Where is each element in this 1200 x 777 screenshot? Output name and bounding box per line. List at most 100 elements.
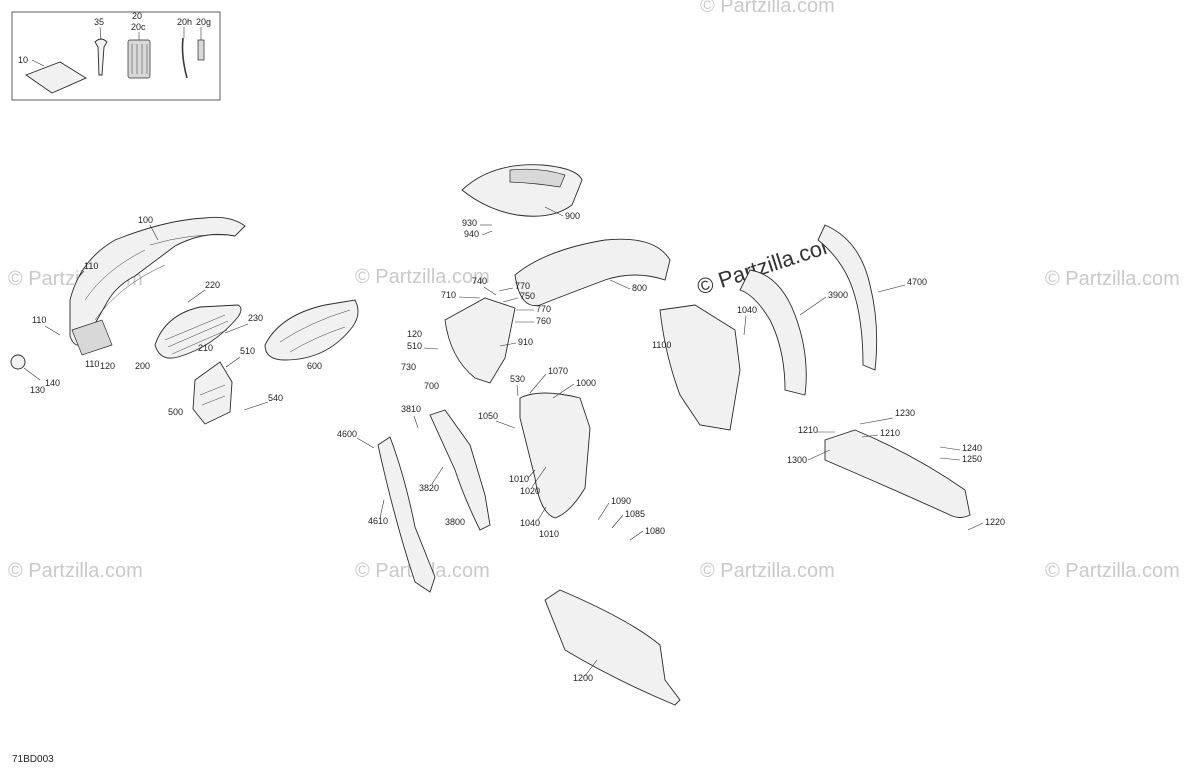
fog-light-part [10,354,26,370]
part-label: 20h [177,17,192,27]
part-label: 1085 [625,509,645,519]
part-label: 1200 [573,673,593,683]
part-label: 940 [464,229,479,239]
part-label: 510 [407,341,422,351]
part-label: 1050 [478,411,498,421]
pillar-trim-part [429,409,491,531]
part-label: 3810 [401,404,421,414]
grille-part [154,304,242,359]
bracket-assembly [192,361,233,425]
watermark: © Partzilla.com [8,560,143,582]
tool-kit-icon [127,39,151,79]
part-label: 4600 [337,429,357,439]
tool-rod-icon [181,37,188,79]
part-label: 1010 [539,529,559,539]
part-label: 1040 [737,305,757,315]
part-label: 1240 [962,443,982,453]
a-pillar-assembly [377,409,491,593]
console-panel-assembly [444,297,516,384]
watermark: © Partzilla.com [1045,268,1180,290]
part-label: 1100 [652,340,671,350]
hood-assembly [461,164,583,217]
bracket-part [192,361,233,425]
part-label: 4700 [907,277,927,287]
part-label: 1210 [880,428,900,438]
part-label: 110 [85,359,99,369]
part-labels: 100 110 110 110 120 130 140 200 210 220 … [23,206,1005,683]
part-label: 1020 [520,486,540,496]
rocker-panel-assembly [824,429,971,518]
part-label: 730 [401,362,416,372]
floor-panel-assembly [544,589,681,706]
pillar-trim-part [377,436,436,593]
hood-vent-part [509,168,566,188]
part-label: 600 [307,361,322,371]
part-label: 1210 [798,425,818,435]
part-label: 530 [510,374,525,384]
part-label: 1230 [895,408,915,418]
part-label: 750 [520,291,535,301]
rear-side-panel-part [659,304,741,431]
fascia-mount-part [71,319,113,356]
tool-driver-icon [197,39,205,61]
part-label: 740 [472,276,487,286]
watermark: © Partzilla.com [700,0,835,17]
part-label: 1300 [787,455,807,465]
part-label: 900 [565,211,580,221]
dash-panel-assembly [514,238,671,307]
watermarks: © Partzilla.com © Partzilla.com © Partzi… [8,0,1180,582]
part-label: 800 [632,283,647,293]
watermark: © Partzilla.com [700,560,835,582]
side-panel-part [519,392,591,519]
headlight-housing [264,299,359,361]
watermark: © Partzilla.com [1045,560,1180,582]
fender-assembly [739,224,878,396]
kit-inset: 10 35 20 20c 20h 20g [11,11,221,101]
part-label: 130 [30,385,45,395]
fender-part [739,269,807,396]
part-label: 35 [94,17,104,27]
part-label: 20 [132,11,142,21]
part-label: 510 [240,346,255,356]
part-label: 1040 [520,518,540,528]
part-label: 1090 [611,496,631,506]
part-label: 1070 [548,366,568,376]
part-label: 1220 [985,517,1005,527]
part-label: 760 [536,316,551,326]
part-label: 210 [198,343,213,353]
part-label: 120 [100,361,115,371]
rocker-panel-part [824,429,971,518]
part-label: 140 [45,378,60,388]
part-label: 230 [248,313,263,323]
part-label: 3900 [828,290,848,300]
part-label: 710 [441,290,456,300]
part-label: 770 [515,281,530,291]
part-label: 4610 [368,516,388,526]
diagram-reference-code: 71BD003 [12,754,54,765]
part-label: 200 [135,361,150,371]
floor-panel-part [544,589,681,706]
dash-panel-part [514,238,671,307]
side-panel-assembly [519,392,591,519]
part-label: 700 [424,381,439,391]
part-label: 3820 [419,483,439,493]
kit-inset-frame [11,11,221,101]
part-label: 770 [536,304,551,314]
part-label: 540 [268,393,283,403]
front-fascia-assembly [10,216,246,370]
console-panel-part [444,297,516,384]
part-label: 1080 [645,526,665,536]
part-label: 910 [518,337,533,347]
rear-side-panel-assembly [659,304,741,431]
grille-assembly [154,304,242,359]
part-label: 120 [407,329,422,339]
rear-fender-part [817,224,878,371]
part-label: 20g [196,17,211,27]
part-label: 100 [138,215,153,225]
part-label: 1000 [576,378,596,388]
watermark: © Partzilla.com [355,266,490,288]
part-label: 220 [205,280,220,290]
part-label: 1010 [509,474,529,484]
part-label: 20c [131,22,146,32]
headlight-housing-part [264,299,359,361]
